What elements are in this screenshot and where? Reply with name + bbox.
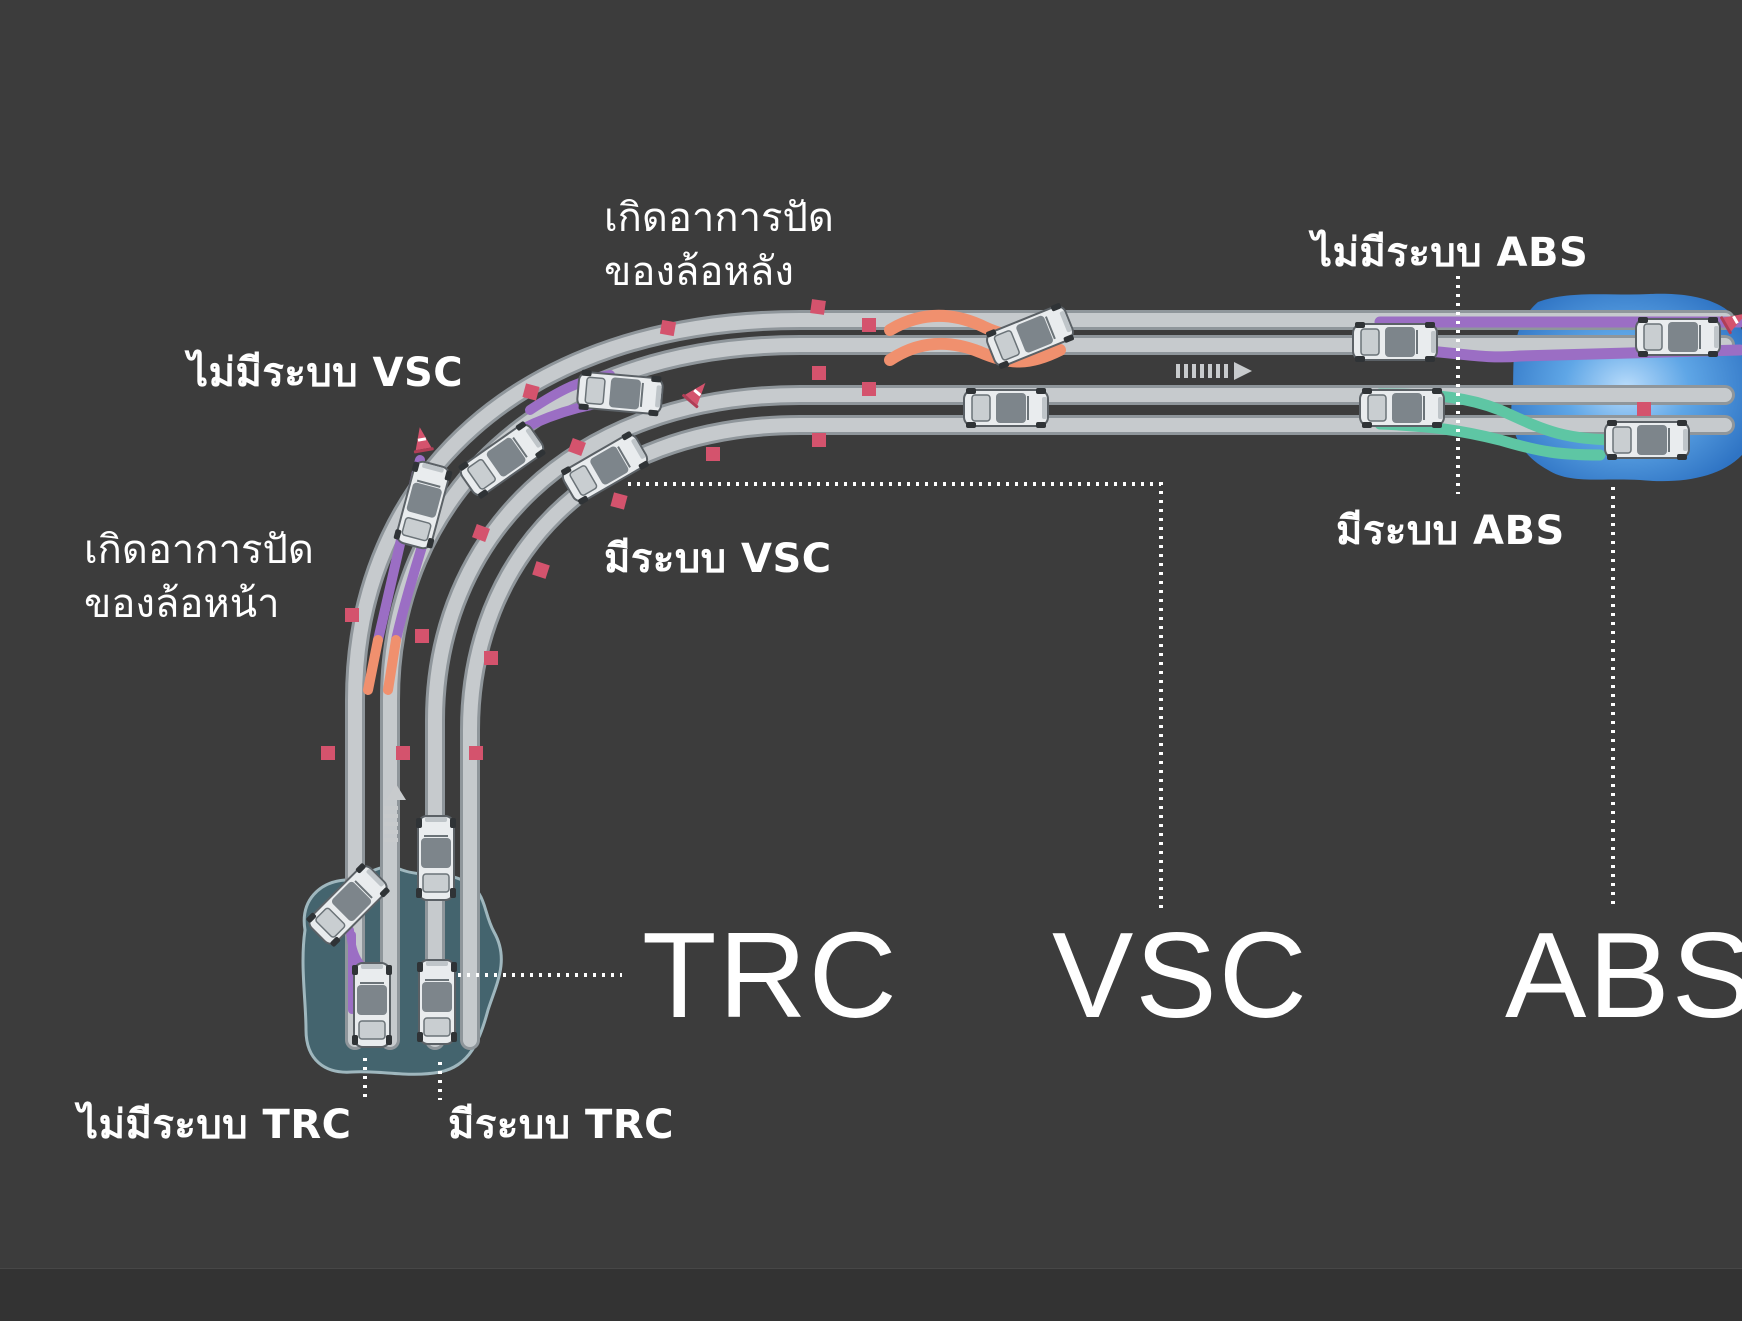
label-has-trc: มีระบบ TRC <box>448 1102 674 1148</box>
label-no-vsc: ไม่มีระบบ VSC <box>188 350 464 396</box>
label-rear-skid-line1: เกิดอาการปัด <box>604 195 834 241</box>
leader-lines <box>363 276 1615 1100</box>
red-square-marker-icon <box>321 299 1651 760</box>
label-front-skid-line1: เกิดอาการปัด <box>84 527 314 573</box>
label-rear-skid-line2: ของล้อหลัง <box>604 249 794 295</box>
label-no-trc: ไม่มีระบบ TRC <box>78 1102 352 1148</box>
system-title-vsc: VSC <box>1052 907 1309 1043</box>
label-no-abs: ไม่มีระบบ ABS <box>1312 230 1589 276</box>
system-title-trc: TRC <box>642 907 899 1043</box>
label-has-vsc: มีระบบ VSC <box>604 536 832 582</box>
system-title-abs: ABS <box>1505 907 1742 1043</box>
label-front-skid-line2: ของล้อหน้า <box>84 581 280 627</box>
label-has-abs: มีระบบ ABS <box>1336 508 1565 554</box>
bottom-bar <box>0 1268 1742 1321</box>
direction-arrow-icon <box>384 362 1252 842</box>
